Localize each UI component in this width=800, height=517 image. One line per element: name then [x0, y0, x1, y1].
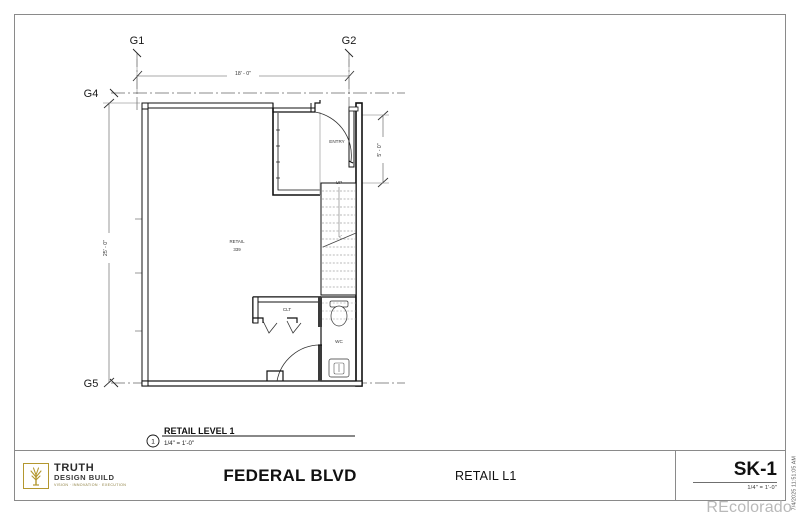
entry-door-swing: [314, 111, 354, 164]
grid-tick-g1: [132, 48, 142, 58]
room-tag-retail: RETAIL 339: [229, 239, 245, 252]
dimension-text-depth: 25' - 0": [103, 240, 109, 256]
view-title-name: RETAIL LEVEL 1: [164, 426, 235, 436]
project-name: FEDERAL BLVD: [223, 465, 357, 485]
closet-clt: [252, 296, 322, 334]
toilet-bowl-icon: [330, 305, 348, 327]
sheet-number: SK-1: [733, 459, 777, 480]
drawing-sheet: G1 G2 G4 G5 18' - 0" 25' - 0": [14, 14, 797, 510]
dimension-overall-depth: 25' - 0": [101, 98, 140, 388]
grid-label-g5: G5: [84, 378, 99, 390]
company-logo: TRUTH DESIGN BUILD VISION · INNOVATION ·…: [15, 451, 135, 500]
room-label-retail-number: 339: [233, 247, 241, 252]
floor-plan-svg: G1 G2 G4 G5 18' - 0" 25' - 0": [84, 35, 405, 448]
view-title: 1 RETAIL LEVEL 1 1/4" = 1'-0": [146, 426, 355, 448]
sheet-title: RETAIL L1: [455, 468, 517, 483]
room-label-wc: WC: [335, 339, 343, 344]
logo-tagline: VISION · INNOVATION · EXECUTION: [54, 483, 127, 488]
project-name-cell: FEDERAL BLVD: [135, 451, 445, 500]
sheet-number-divider: [693, 482, 777, 483]
plan-drawing-area: G1 G2 G4 G5 18' - 0" 25' - 0": [15, 15, 787, 450]
dimension-entry-width: 5' - 0": [361, 110, 389, 188]
view-number-bubble: [146, 434, 160, 448]
stair-up-label: UP: [336, 180, 342, 185]
dimension-text-width: 18' - 0": [235, 71, 251, 77]
dimension-overall-width: 18' - 0": [132, 59, 355, 93]
restroom-wc: [318, 296, 357, 382]
logo-subtitle: DESIGN BUILD: [54, 473, 115, 483]
sheet-title-cell: RETAIL L1: [445, 451, 675, 500]
room-label-entry: ENTRY: [329, 139, 345, 144]
view-number: 1: [151, 439, 155, 446]
room-label-clt: CLT: [283, 307, 292, 312]
grid-label-g4: G4: [84, 88, 99, 100]
grid-label-g1: G1: [130, 35, 145, 47]
logo-name: TRUTH: [54, 462, 95, 475]
room-label-retail-name: RETAIL: [229, 239, 245, 244]
grid-tick-g2: [344, 48, 354, 58]
title-block: TRUTH DESIGN BUILD VISION · INNOVATION ·…: [15, 450, 785, 500]
sheet-scale: 1/4" = 1'-0": [747, 485, 777, 491]
dimension-text-entry: 5' - 0": [377, 143, 383, 156]
sheet-number-cell: SK-1 1/4" = 1'-0": [675, 451, 785, 500]
tree-icon: [23, 462, 49, 489]
recolorado-watermark: REcolorado: [706, 499, 792, 516]
stair-run: [320, 182, 357, 296]
view-title-scale: 1/4" = 1'-0": [164, 440, 194, 447]
grid-label-g2: G2: [342, 35, 357, 47]
wc-door-swing: [266, 344, 322, 382]
grid-tick-g4: [109, 88, 119, 98]
building-walls: [141, 100, 363, 387]
